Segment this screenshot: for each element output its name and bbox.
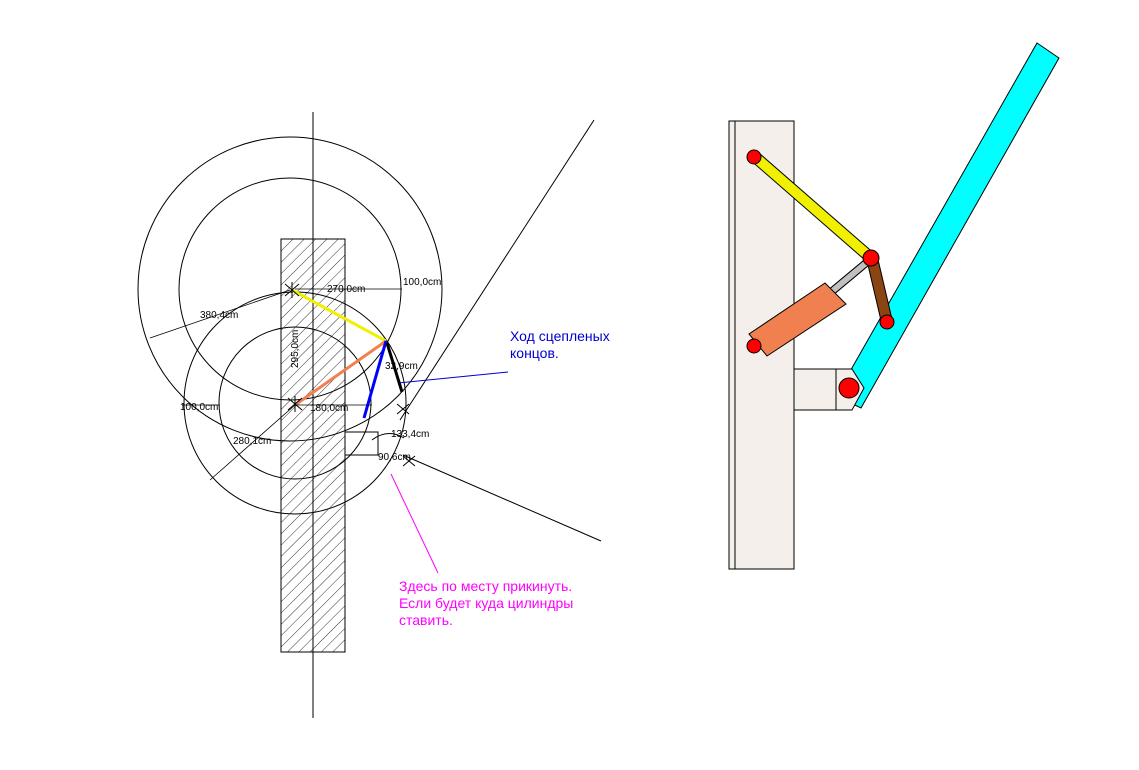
brown-link-bar-fill	[867, 256, 892, 324]
placement-note-line3: ставить.	[399, 612, 453, 628]
stroke-note: Ход сцепленых концов.	[510, 328, 610, 362]
bracket-plate	[793, 368, 837, 411]
dim-line-380	[149, 289, 291, 339]
dim-label-32: 32,9cm	[385, 361, 418, 372]
yellow-link-line	[291, 288, 387, 343]
dim-label-280: 280,1cm	[233, 436, 271, 447]
pin-boom-pivot	[838, 377, 860, 399]
magenta-pointer-line	[390, 473, 439, 574]
pin-cylinder-base	[746, 338, 762, 354]
mechanism-rendering	[728, 42, 1060, 570]
short-black-link	[385, 342, 404, 393]
placement-note-line1: Здесь по месту прикинуть.	[399, 578, 573, 594]
pin-boom-joint	[879, 314, 895, 330]
construction-line-diagonal	[399, 119, 595, 421]
blue-pointer-line	[397, 371, 509, 384]
orange-link-line	[294, 339, 387, 407]
stroke-note-line2: концов.	[510, 345, 559, 361]
placement-note-line2: Если будет куда цилиндры	[399, 595, 574, 611]
angle-arc	[371, 433, 405, 441]
scheme-drawing: 270,0cm 100,0cm 380,4cm 295,0cm 32,9cm 1…	[137, 112, 602, 718]
placement-note: Здесь по месту прикинуть. Если будет куд…	[399, 578, 573, 629]
construction-line-lower	[402, 454, 602, 542]
pin-top-left	[746, 149, 762, 165]
hydraulic-cylinder	[748, 282, 847, 357]
dim-label-100-left: 100,0cm	[180, 402, 218, 413]
pivot-bottom-marker	[402, 455, 416, 467]
boom-arm	[835, 42, 1060, 409]
bracket-detail	[345, 431, 379, 456]
dim-label-380: 380,4cm	[200, 310, 238, 321]
pivot-right-marker	[396, 403, 410, 415]
pivot-lower-marker	[287, 396, 303, 412]
pin-top-joint	[862, 249, 880, 267]
dim-label-100-top: 100,0cm	[403, 277, 441, 288]
inner-circle-lower	[218, 326, 372, 480]
dim-label-295: 295,0cm	[290, 330, 301, 368]
dim-label-270: 270,0cm	[327, 284, 365, 295]
dim-label-133: 133,4cm	[391, 429, 429, 440]
yellow-link-bar-fill	[750, 152, 875, 262]
dim-line-280	[209, 404, 296, 481]
outer-circle-upper	[137, 136, 443, 442]
dim-label-180: 180,0cm	[310, 403, 348, 414]
dim-label-90: 90,6cm	[378, 452, 411, 463]
pivot-upper-marker	[284, 282, 300, 298]
stroke-note-line1: Ход сцепленых	[510, 328, 610, 344]
